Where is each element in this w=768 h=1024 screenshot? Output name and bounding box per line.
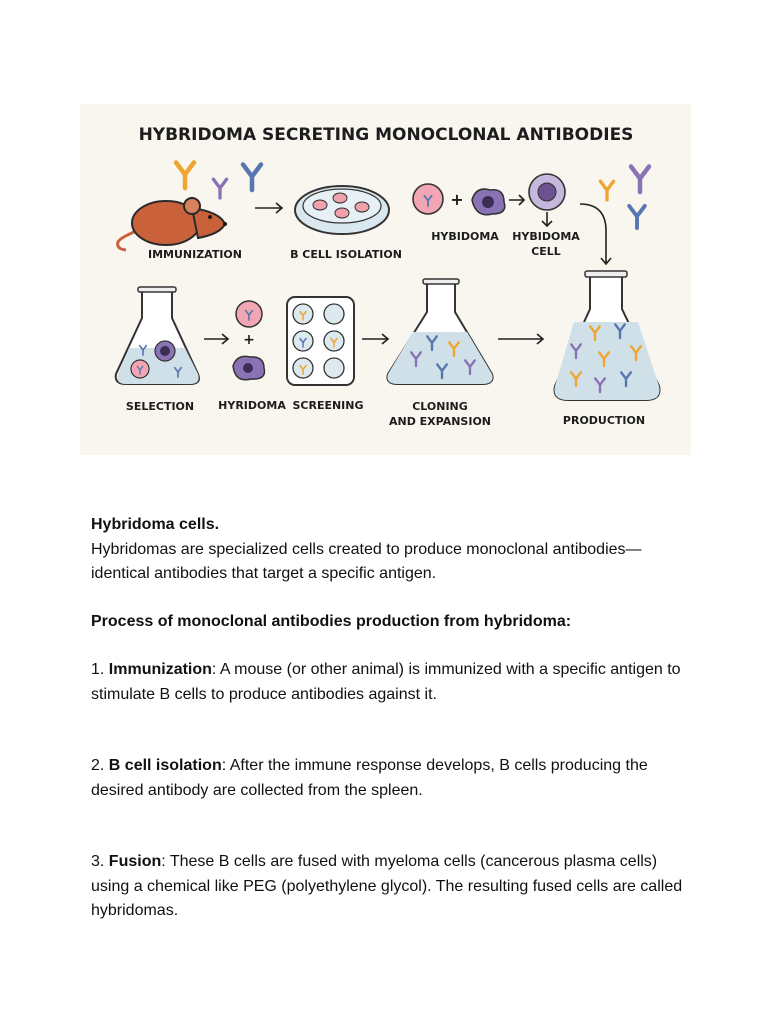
arrow-icon xyxy=(255,202,284,214)
myeloma-cell-icon xyxy=(471,188,506,216)
arrow-down-icon xyxy=(541,212,553,228)
arrow-icon xyxy=(362,333,390,345)
arrow-icon xyxy=(204,333,230,345)
intro-section: Hybridoma cells. Hybridomas are speciali… xyxy=(91,513,691,587)
intro-paragraph: Hybridomas are specialized cells created… xyxy=(91,540,642,583)
curved-arrow-icon xyxy=(579,203,612,266)
hybridoma-diagram: HYBRIDOMA SECRETING MONOCLONAL ANTIBODIE… xyxy=(80,104,691,455)
label-hyridoma: HYRIDOMA xyxy=(218,399,286,412)
arrow-icon xyxy=(498,333,545,345)
diagram-title: HYBRIDOMA SECRETING MONOCLONAL ANTIBODIE… xyxy=(139,125,634,145)
step-number: 1. xyxy=(91,661,109,678)
process-heading: Process of monoclonal antibodies product… xyxy=(91,613,572,630)
step-number: 2. xyxy=(91,757,109,774)
plus-icon: + xyxy=(450,190,463,209)
step-2: 2. B cell isolation: After the immune re… xyxy=(91,754,691,803)
step-text: : After the immune response develops, B … xyxy=(91,757,648,799)
label-cloning-line1: CLONING xyxy=(412,400,468,413)
b-cell-icon xyxy=(235,300,263,328)
hybridoma-cell-icon xyxy=(528,173,566,211)
diagram-svg: HYBRIDOMA SECRETING MONOCLONAL ANTIBODIE… xyxy=(114,125,661,428)
label-screening: SCREENING xyxy=(292,399,363,412)
plus-icon: + xyxy=(243,332,255,348)
petri-dish-icon xyxy=(294,185,390,235)
step-text: : These B cells are fused with myeloma c… xyxy=(91,853,683,919)
step-term: Fusion xyxy=(108,853,162,870)
label-hybidoma-cell-line1: HYBIDOMA xyxy=(512,230,580,243)
well-plate-icon xyxy=(286,296,355,386)
step-text: : A mouse (or other animal) is immunized… xyxy=(91,661,681,703)
selection-flask-icon xyxy=(114,286,200,385)
b-cell-icon xyxy=(412,183,444,215)
process-heading-block: Process of monoclonal antibodies product… xyxy=(91,610,691,635)
label-cloning-line2: AND EXPANSION xyxy=(389,415,491,428)
production-flask-icon xyxy=(553,270,661,401)
label-bcell-isolation: B CELL ISOLATION xyxy=(290,248,402,261)
mouse-icon xyxy=(116,197,227,252)
step-3: 3. Fusion: These B cells are fused with … xyxy=(91,850,691,924)
antibody-cluster-icon xyxy=(598,164,652,230)
label-immunization: IMMUNIZATION xyxy=(148,248,242,261)
myeloma-cell-icon xyxy=(232,355,266,381)
label-hybidoma-cell-line2: CELL xyxy=(531,245,561,258)
label-selection: SELECTION xyxy=(126,400,194,413)
antibody-cluster-icon xyxy=(173,160,264,200)
label-hybidoma: HYBIDOMA xyxy=(431,230,499,243)
cloning-flask-icon xyxy=(386,278,494,385)
label-production: PRODUCTION xyxy=(563,414,645,427)
section-heading: Hybridoma cells. xyxy=(91,516,220,533)
step-number: 3. xyxy=(91,853,109,870)
step-term: B cell isolation xyxy=(108,757,222,774)
arrow-icon xyxy=(509,194,526,206)
step-term: Immunization xyxy=(108,661,212,678)
step-1: 1. Immunization: A mouse (or other anima… xyxy=(91,658,691,707)
